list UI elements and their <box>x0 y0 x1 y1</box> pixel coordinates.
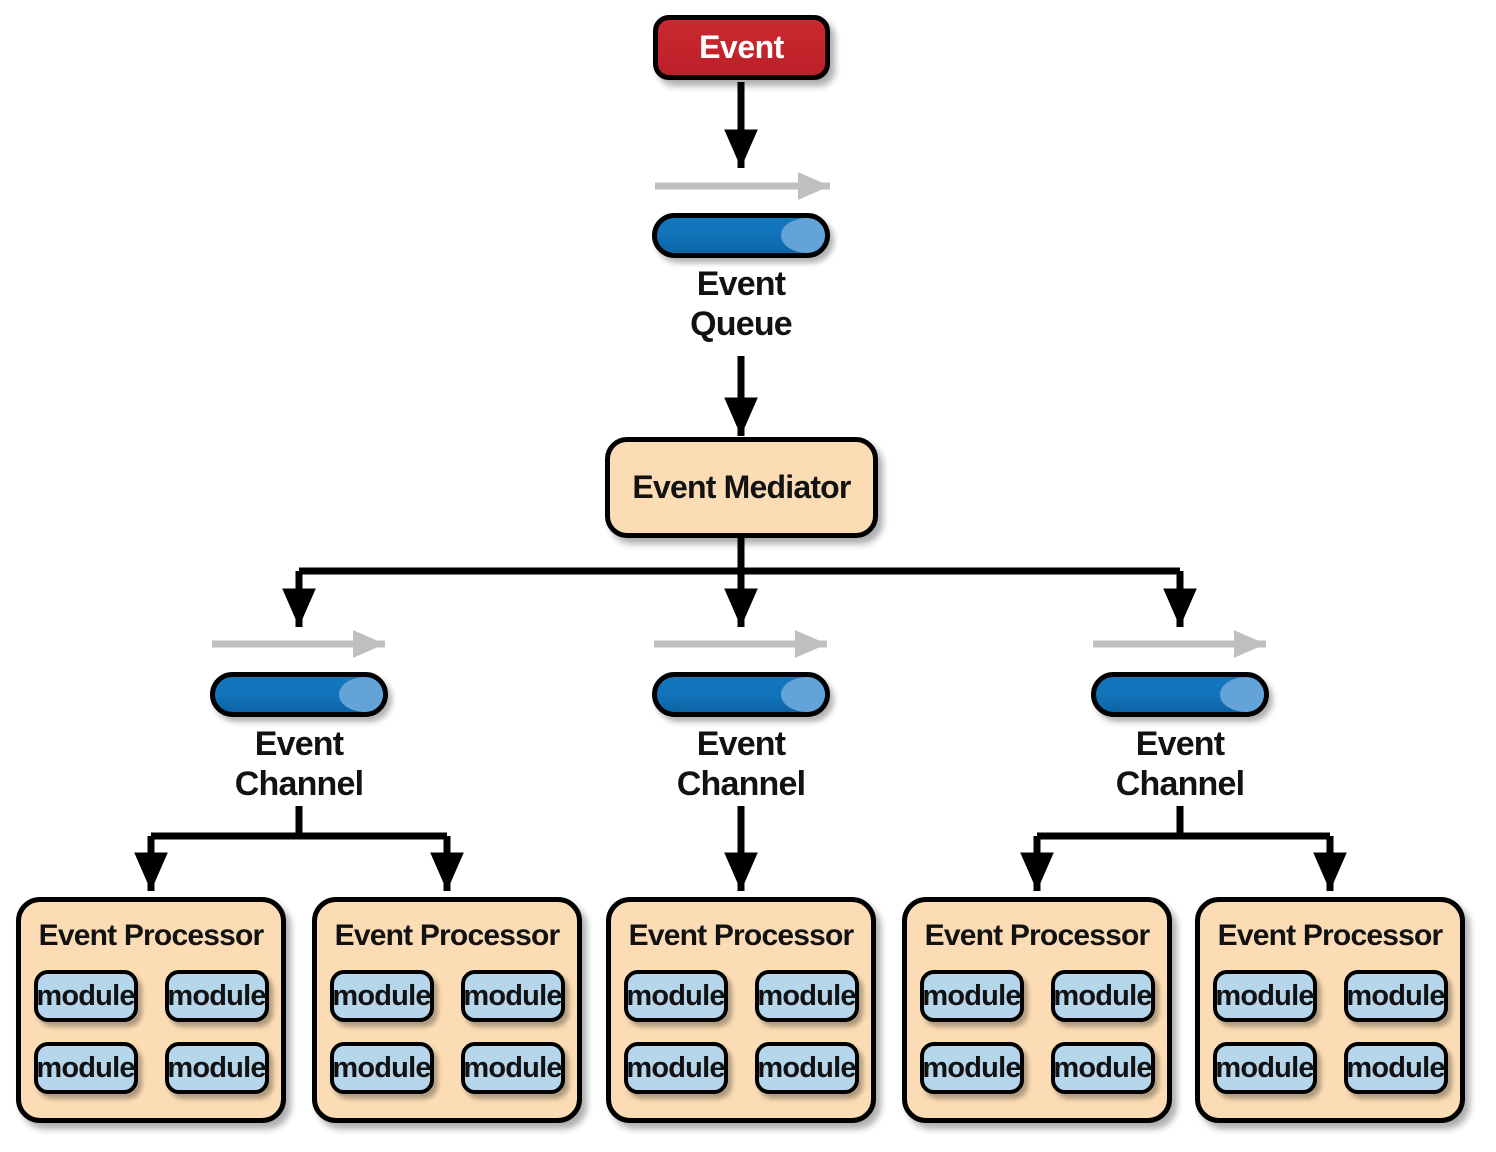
module-grid: module module module module <box>1200 970 1460 1094</box>
module-box: module <box>164 970 269 1022</box>
event-processor-2: Event Processor module module module mod… <box>312 897 582 1123</box>
channel-label-line2: Channel <box>676 765 806 803</box>
mediator-branch-connector <box>282 537 1197 627</box>
module-box: module <box>623 1042 728 1094</box>
event-node: Event <box>653 15 830 80</box>
module-box: module <box>1212 970 1317 1022</box>
event-queue-label: Event Queue <box>690 264 793 344</box>
event-mediator-node: Event Mediator <box>605 437 878 538</box>
channel-label-line1: Event <box>254 725 344 763</box>
event-processor-1: Event Processor module module module mod… <box>16 897 286 1123</box>
event-channel-label-2: Event Channel <box>677 724 806 804</box>
event-processor-5: Event Processor module module module mod… <box>1195 897 1465 1123</box>
event-channel-cylinder-1 <box>210 672 388 717</box>
module-box: module <box>460 1042 565 1094</box>
left-channel-branch-connector <box>134 806 464 891</box>
module-box: module <box>1343 1042 1448 1094</box>
module-grid: module module module module <box>907 970 1167 1094</box>
module-grid: module module module module <box>317 970 577 1094</box>
module-box: module <box>164 1042 269 1094</box>
event-processor-title: Event Processor <box>924 919 1151 952</box>
module-box: module <box>623 970 728 1022</box>
event-channel-label-3: Event Channel <box>1116 724 1245 804</box>
module-box: module <box>919 970 1024 1022</box>
event-queue-cylinder <box>652 213 830 258</box>
event-processor-title: Event Processor <box>1217 919 1444 952</box>
cylinder-highlight <box>339 677 383 712</box>
event-processor-title: Event Processor <box>334 919 561 952</box>
event-channel-label-1: Event Channel <box>235 724 364 804</box>
module-box: module <box>33 1042 138 1094</box>
event-channel-cylinder-2 <box>652 672 830 717</box>
event-mediator-label: Event Mediator <box>632 469 851 505</box>
event-queue-label-line1: Event <box>696 265 786 303</box>
module-grid: module module module module <box>21 970 281 1094</box>
channel-label-line2: Channel <box>234 765 364 803</box>
module-grid: module module module module <box>611 970 871 1094</box>
module-box: module <box>754 970 859 1022</box>
cylinder-highlight <box>1220 677 1264 712</box>
channel-label-line1: Event <box>696 725 786 763</box>
event-label: Event <box>699 29 784 65</box>
channel-label-line1: Event <box>1135 725 1225 763</box>
module-box: module <box>1050 1042 1155 1094</box>
module-box: module <box>329 1042 434 1094</box>
right-channel-branch-connector <box>1020 806 1347 891</box>
channel-label-line2: Channel <box>1115 765 1245 803</box>
module-box: module <box>329 970 434 1022</box>
event-queue-label-line2: Queue <box>690 305 793 343</box>
module-box: module <box>754 1042 859 1094</box>
cylinder-highlight <box>781 677 825 712</box>
cylinder-highlight <box>781 218 825 253</box>
event-processor-3: Event Processor module module module mod… <box>606 897 876 1123</box>
event-channel-cylinder-3 <box>1091 672 1269 717</box>
event-processor-title: Event Processor <box>38 919 265 952</box>
module-box: module <box>1212 1042 1317 1094</box>
module-box: module <box>919 1042 1024 1094</box>
module-box: module <box>33 970 138 1022</box>
module-box: module <box>1343 970 1448 1022</box>
event-processor-4: Event Processor module module module mod… <box>902 897 1172 1123</box>
module-box: module <box>1050 970 1155 1022</box>
module-box: module <box>460 970 565 1022</box>
event-processor-title: Event Processor <box>628 919 855 952</box>
